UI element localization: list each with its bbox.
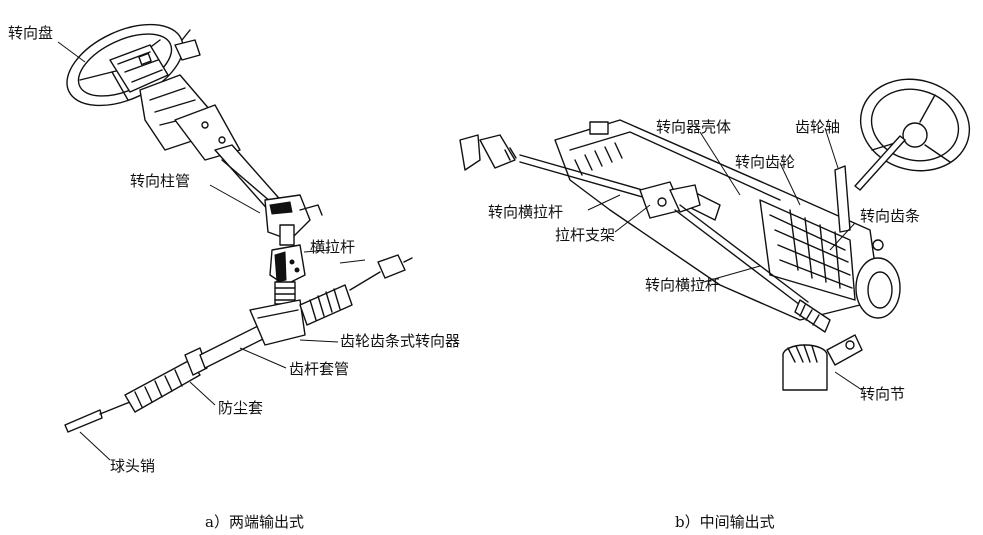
- leader-lines: [57, 41, 863, 461]
- label-dust-boot: 防尘套: [218, 399, 264, 417]
- label-rack-pinion-gear: 齿轮齿条式转向器: [340, 332, 461, 350]
- figure-b-tie-rod-lower: [674, 204, 831, 333]
- label-tie-rod-upper: 转向横拉杆: [488, 203, 564, 221]
- label-knuckle: 转向节: [860, 385, 906, 403]
- label-tie-rod: 横拉杆: [310, 238, 356, 256]
- figure-b-knuckle: [782, 334, 863, 391]
- label-gear-housing: 转向器壳体: [656, 118, 732, 136]
- label-rod-bracket: 拉杆支架: [555, 226, 616, 244]
- figure-b-housing: [554, 119, 901, 321]
- label-ball-joint: 球头销: [110, 457, 156, 475]
- caption-figure-a: a）两端输出式: [205, 513, 304, 531]
- label-steering-wheel: 转向盘: [8, 24, 54, 42]
- caption-figure-b: b）中间输出式: [675, 513, 775, 531]
- figure-a-steering-wheel: [66, 23, 184, 107]
- label-rack-sleeve: 齿杆套管: [289, 360, 350, 378]
- figure-a-rack-assembly: [64, 254, 413, 433]
- figure-b-steering-wheel: [854, 78, 971, 191]
- label-steering-rack: 转向齿条: [860, 207, 921, 225]
- label-steering-column: 转向柱管: [130, 172, 191, 190]
- label-pinion-shaft: 齿轮轴: [795, 118, 841, 136]
- figure-a-universal-joint: [264, 194, 323, 305]
- label-steering-pinion: 转向齿轮: [735, 153, 796, 171]
- figure-a-column-upper: [139, 29, 241, 161]
- figure-b-tie-rod-upper: [459, 134, 701, 219]
- label-tie-rod-lower: 转向横拉杆: [645, 276, 721, 294]
